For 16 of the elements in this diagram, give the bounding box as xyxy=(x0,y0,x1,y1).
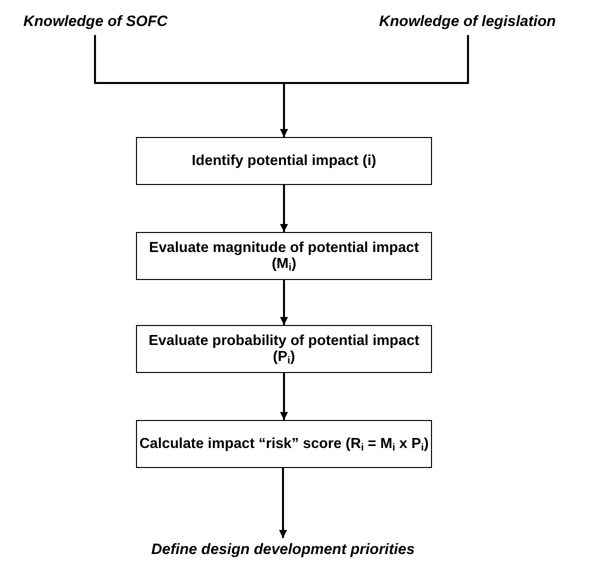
process-box xyxy=(136,137,432,185)
flow-label: Knowledge of legislation xyxy=(379,12,556,30)
step-text: Identify potential impact (i) xyxy=(192,153,376,169)
arrow xyxy=(280,373,288,420)
arrow xyxy=(280,185,288,232)
process-box xyxy=(136,325,432,373)
arrow xyxy=(280,280,288,325)
process-box xyxy=(136,232,432,280)
arrow xyxy=(280,35,469,137)
step-text: Evaluate magnitude of potential impact (M$_{i}$) xyxy=(148,240,420,272)
process-box xyxy=(136,420,432,468)
step-text: Evaluate probability of potential impact (P$_{i}$) xyxy=(148,333,420,365)
flow-label: Define design development priorities xyxy=(151,540,415,558)
flow-label: Knowledge of SOFC xyxy=(23,12,168,30)
step-text: Calculate impact “risk” score (R$_{i}$ = M$_{i}$ x P$_{i}$) xyxy=(139,436,429,452)
arrow xyxy=(279,468,287,538)
